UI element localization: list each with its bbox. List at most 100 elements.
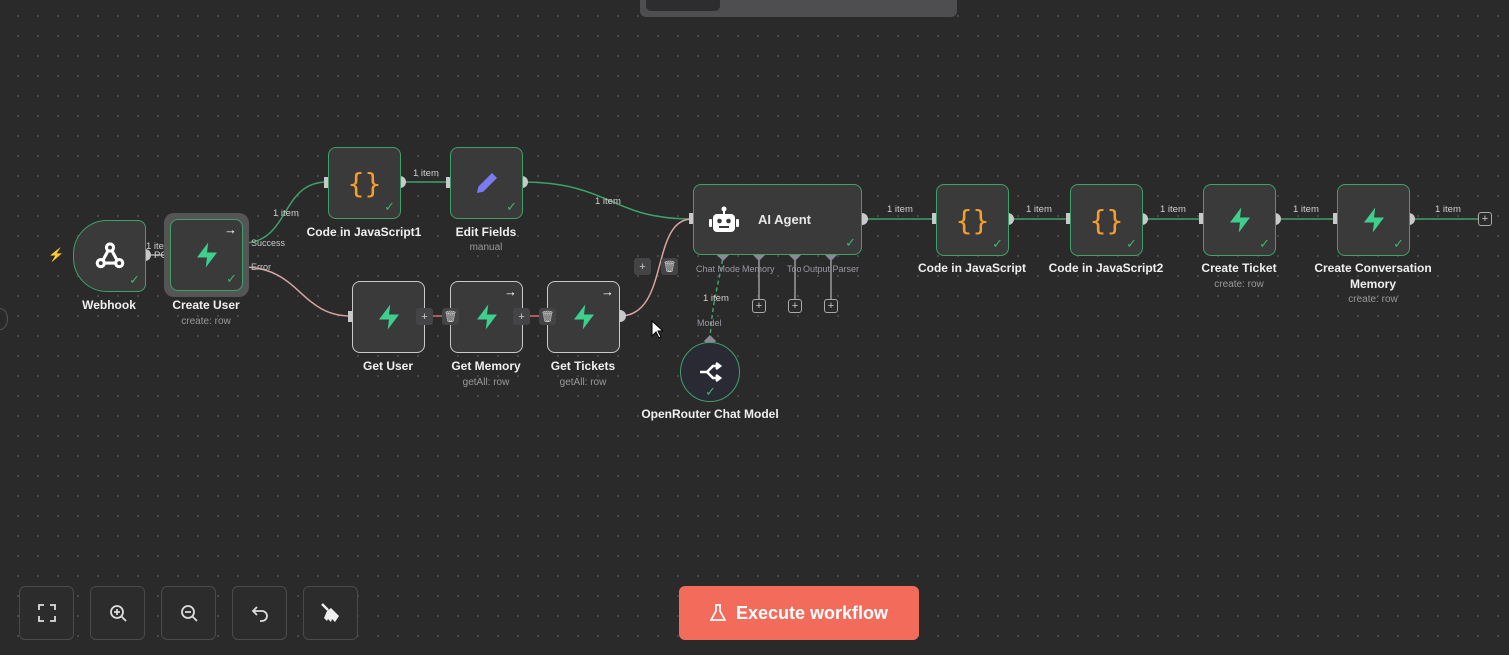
- node-get-memory[interactable]: →: [450, 281, 523, 353]
- code-braces-icon: {}: [1089, 203, 1124, 237]
- node-create-ticket[interactable]: ✓: [1203, 184, 1276, 256]
- node-subtitle: create: row: [1348, 294, 1398, 305]
- edge-label: 1 item: [273, 208, 299, 219]
- add-output-parser-button[interactable]: +: [824, 299, 838, 313]
- add-node-button[interactable]: +: [634, 258, 651, 275]
- robot-icon: [709, 206, 739, 232]
- node-edit-fields[interactable]: ✓: [450, 147, 523, 219]
- node-label: Webhook: [82, 298, 136, 312]
- edge-gettickets-agent: [619, 218, 693, 317]
- node-get-tickets[interactable]: →: [547, 281, 620, 353]
- zoom-in-icon: [109, 605, 127, 622]
- success-check-icon: ✓: [1393, 236, 1404, 251]
- node-create-conversation-memory[interactable]: ✓: [1337, 184, 1410, 256]
- node-label: Create User: [172, 298, 240, 312]
- add-memory-button[interactable]: +: [752, 299, 766, 313]
- execute-workflow-button[interactable]: Execute workflow: [679, 586, 919, 640]
- fit-view-icon: [37, 604, 56, 622]
- port-model: Model: [697, 318, 722, 328]
- node-label: OpenRouter Chat Model: [641, 407, 779, 421]
- webhook-icon: [95, 242, 124, 269]
- broom-icon: [320, 603, 339, 622]
- clear-execution-button[interactable]: [303, 586, 358, 640]
- arrow-right-icon: →: [504, 284, 517, 299]
- code-braces-icon: {}: [347, 166, 382, 200]
- port-memory: Memory: [742, 264, 775, 274]
- success-check-icon: ✓: [705, 384, 716, 399]
- add-node-button[interactable]: +: [416, 308, 433, 325]
- pencil-icon: [476, 173, 497, 193]
- flask-icon: [709, 604, 726, 621]
- edge-label: PO: [154, 250, 168, 261]
- port-output-parser: Output Parser: [803, 264, 860, 274]
- success-check-icon: ✓: [1259, 236, 1270, 251]
- supabase-icon: [378, 304, 399, 330]
- node-ai-agent[interactable]: AI Agent ✓: [693, 184, 862, 255]
- node-label: AI Agent: [758, 212, 811, 227]
- execute-workflow-label: Execute workflow: [735, 602, 889, 623]
- output-label-error: Error: [251, 262, 271, 272]
- arrow-right-icon: →: [224, 222, 237, 237]
- node-get-user[interactable]: [352, 281, 425, 353]
- supabase-icon: [476, 304, 497, 330]
- node-label: Get Tickets: [550, 359, 616, 373]
- node-label: Create Conversation Memory: [1314, 261, 1432, 291]
- mouse-cursor-icon: [651, 320, 663, 339]
- node-label: Code in JavaScript2: [1048, 261, 1164, 275]
- edge-createuser-code1: [242, 181, 328, 244]
- code-braces-icon: {}: [955, 203, 990, 237]
- node-subtitle: create: row: [181, 316, 231, 327]
- edge-label: 1 item: [1435, 204, 1461, 215]
- node-code-js[interactable]: {}✓: [936, 184, 1009, 256]
- supabase-icon: [196, 242, 217, 268]
- node-code-js1[interactable]: {}✓: [328, 147, 401, 219]
- zoom-in-button[interactable]: [90, 586, 145, 640]
- edge-label: 1 item: [595, 196, 621, 207]
- node-subtitle: create: row: [1214, 279, 1264, 290]
- node-label: Get Memory: [451, 359, 521, 373]
- node-code-js2[interactable]: {}✓: [1070, 184, 1143, 256]
- undo-button[interactable]: [232, 586, 287, 640]
- trigger-bolt-icon: ⚡: [48, 247, 65, 262]
- node-create-user[interactable]: →✓: [170, 219, 243, 291]
- supabase-icon: [573, 304, 594, 330]
- edge-label: 1 item: [146, 241, 172, 252]
- top-panel: [640, 0, 957, 17]
- edge-label: 1 item: [1160, 204, 1186, 215]
- add-node-button[interactable]: +: [513, 308, 530, 325]
- delete-connection-button[interactable]: 🗑: [539, 308, 556, 325]
- top-panel-tab[interactable]: [646, 0, 720, 11]
- fit-view-button[interactable]: [19, 586, 74, 640]
- success-check-icon: ✓: [384, 199, 395, 214]
- supabase-icon: [1229, 207, 1250, 233]
- node-subtitle: getAll: row: [462, 377, 510, 388]
- success-check-icon: ✓: [1126, 236, 1137, 251]
- edge-label: 1 item: [1293, 204, 1319, 215]
- openrouter-icon: [700, 362, 722, 382]
- node-label: Code in JavaScript: [917, 261, 1027, 275]
- edge-createuser-getuser: [242, 266, 352, 317]
- node-label: Create Ticket: [1201, 261, 1277, 275]
- node-openrouter[interactable]: ✓: [680, 342, 740, 402]
- node-label: Edit Fields: [455, 225, 517, 239]
- add-tool-button[interactable]: +: [788, 299, 802, 313]
- node-label: Get User: [362, 359, 414, 373]
- zoom-out-button[interactable]: [161, 586, 216, 640]
- edge-label: 1 item: [887, 204, 913, 215]
- delete-connection-button[interactable]: 🗑: [661, 258, 678, 275]
- supabase-icon: [1363, 207, 1384, 233]
- port-tool: Too: [787, 264, 802, 274]
- edge-label: 1 item: [413, 168, 439, 179]
- success-check-icon: ✓: [506, 199, 517, 214]
- delete-connection-button[interactable]: 🗑: [442, 308, 459, 325]
- add-node-end-button[interactable]: +: [1478, 212, 1492, 226]
- zoom-out-icon: [180, 605, 198, 622]
- node-webhook[interactable]: ✓: [73, 220, 146, 292]
- success-check-icon: ✓: [992, 236, 1003, 251]
- success-check-icon: ✓: [129, 272, 140, 287]
- node-subtitle: getAll: row: [559, 377, 607, 388]
- output-label-success: Success: [251, 238, 286, 248]
- node-subtitle: manual: [469, 242, 503, 253]
- undo-icon: [251, 606, 268, 622]
- success-check-icon: ✓: [226, 271, 237, 286]
